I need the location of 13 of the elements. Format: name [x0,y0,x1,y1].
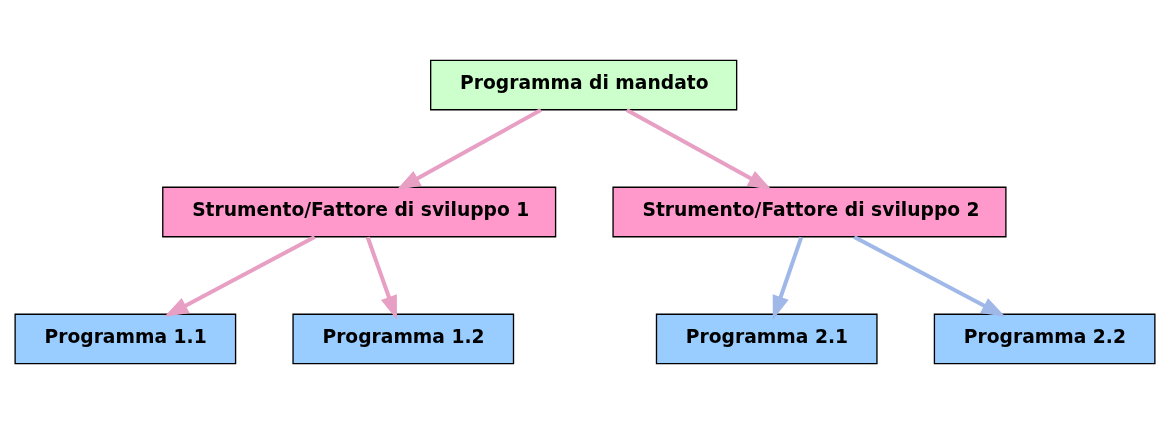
node-box: Strumento/Fattore di sviluppo 2 [612,186,1007,237]
node-box: Programma 2.2 [933,313,1156,364]
node-box: Programma di mandato [430,59,738,110]
arrow [625,107,772,190]
arrow [164,234,316,317]
node-box: Strumento/Fattore di sviluppo 1 [162,186,557,237]
arrow [853,234,1006,317]
arrow [365,236,397,320]
node-box: Programma 2.1 [655,313,878,364]
arrow [772,236,804,320]
node-box: Programma 1.2 [292,313,515,364]
node-box: Programma 1.1 [14,313,237,364]
arrow [396,107,542,190]
